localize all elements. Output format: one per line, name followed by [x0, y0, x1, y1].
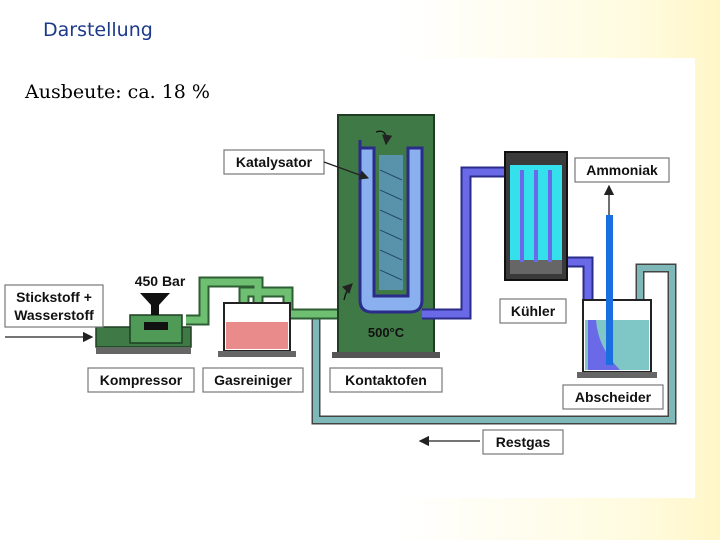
svg-text:Ammoniak: Ammoniak — [586, 162, 658, 178]
label-feed: Stickstoff + Wasserstoff — [4, 284, 104, 328]
label-ammonia: Ammoniak — [574, 157, 670, 183]
label-feed-line2: Wasserstoff — [14, 307, 94, 323]
svg-text:Katalysator: Katalysator — [236, 154, 313, 170]
gas-cleaner — [218, 302, 296, 357]
separator — [577, 184, 657, 378]
label-pressure: 450 Bar — [135, 273, 186, 289]
compressor — [95, 293, 192, 354]
label-cooler: Kühler — [499, 298, 567, 324]
label-separator: Abscheider — [562, 384, 664, 410]
svg-text:Kühler: Kühler — [511, 303, 556, 319]
label-feed-line1: Stickstoff + — [16, 289, 92, 305]
svg-text:Kompressor: Kompressor — [100, 372, 183, 388]
svg-text:Gasreiniger: Gasreiniger — [214, 372, 292, 388]
svg-text:Restgas: Restgas — [496, 434, 551, 450]
label-reactor: Kontaktofen — [329, 367, 443, 393]
slide-title: Darstellung — [43, 19, 153, 41]
reactor — [332, 114, 440, 358]
yield-text: Ausbeute: ca. 18 % — [25, 81, 210, 103]
svg-text:Kontaktofen: Kontaktofen — [345, 372, 427, 388]
label-compressor: Kompressor — [87, 367, 195, 393]
cooler — [504, 151, 568, 281]
label-temperature: 500°C — [368, 325, 405, 340]
label-catalyst: Katalysator — [223, 149, 370, 180]
label-residual-gas: Restgas — [482, 429, 564, 455]
svg-text:Abscheider: Abscheider — [575, 389, 652, 405]
label-gas-cleaner: Gasreiniger — [202, 367, 304, 393]
